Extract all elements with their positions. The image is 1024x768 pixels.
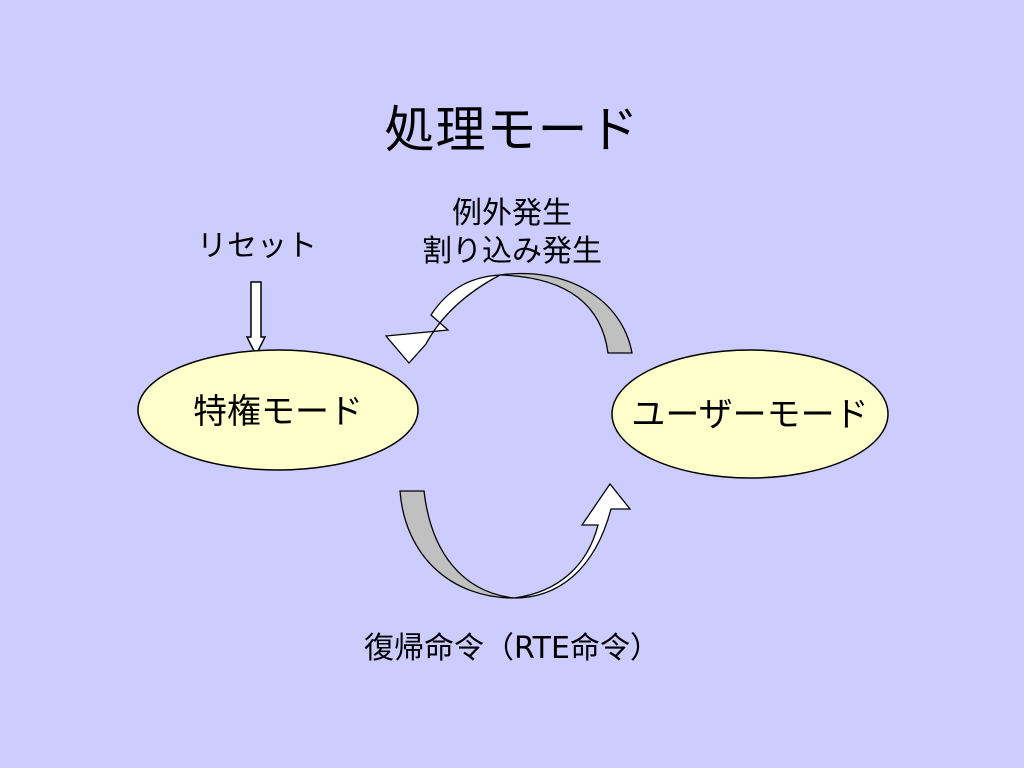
reset-label: リセット <box>197 229 317 264</box>
exception-label-line2: 割り込み発生 <box>422 234 602 269</box>
exception-curved-arrow <box>384 272 633 364</box>
return-arrow-shade <box>399 490 515 599</box>
return-arrow-head <box>513 482 632 599</box>
user-mode-label: ユーザーモード <box>631 395 869 435</box>
exception-arrow-head <box>384 274 501 364</box>
privileged-mode-node <box>137 349 419 471</box>
user-mode-node <box>611 349 889 479</box>
exception-label-line1: 例外発生 <box>452 196 572 231</box>
exception-label: 例外発生 割り込み発生 <box>362 195 662 271</box>
reset-arrow <box>245 281 267 357</box>
exception-arrow-shade <box>499 272 633 354</box>
return-instruction-label: 復帰命令（RTE命令） <box>364 631 660 666</box>
return-curved-arrow <box>399 482 632 599</box>
privileged-mode-label: 特権モード <box>193 392 363 432</box>
slide-title: 処理モード <box>384 101 640 159</box>
